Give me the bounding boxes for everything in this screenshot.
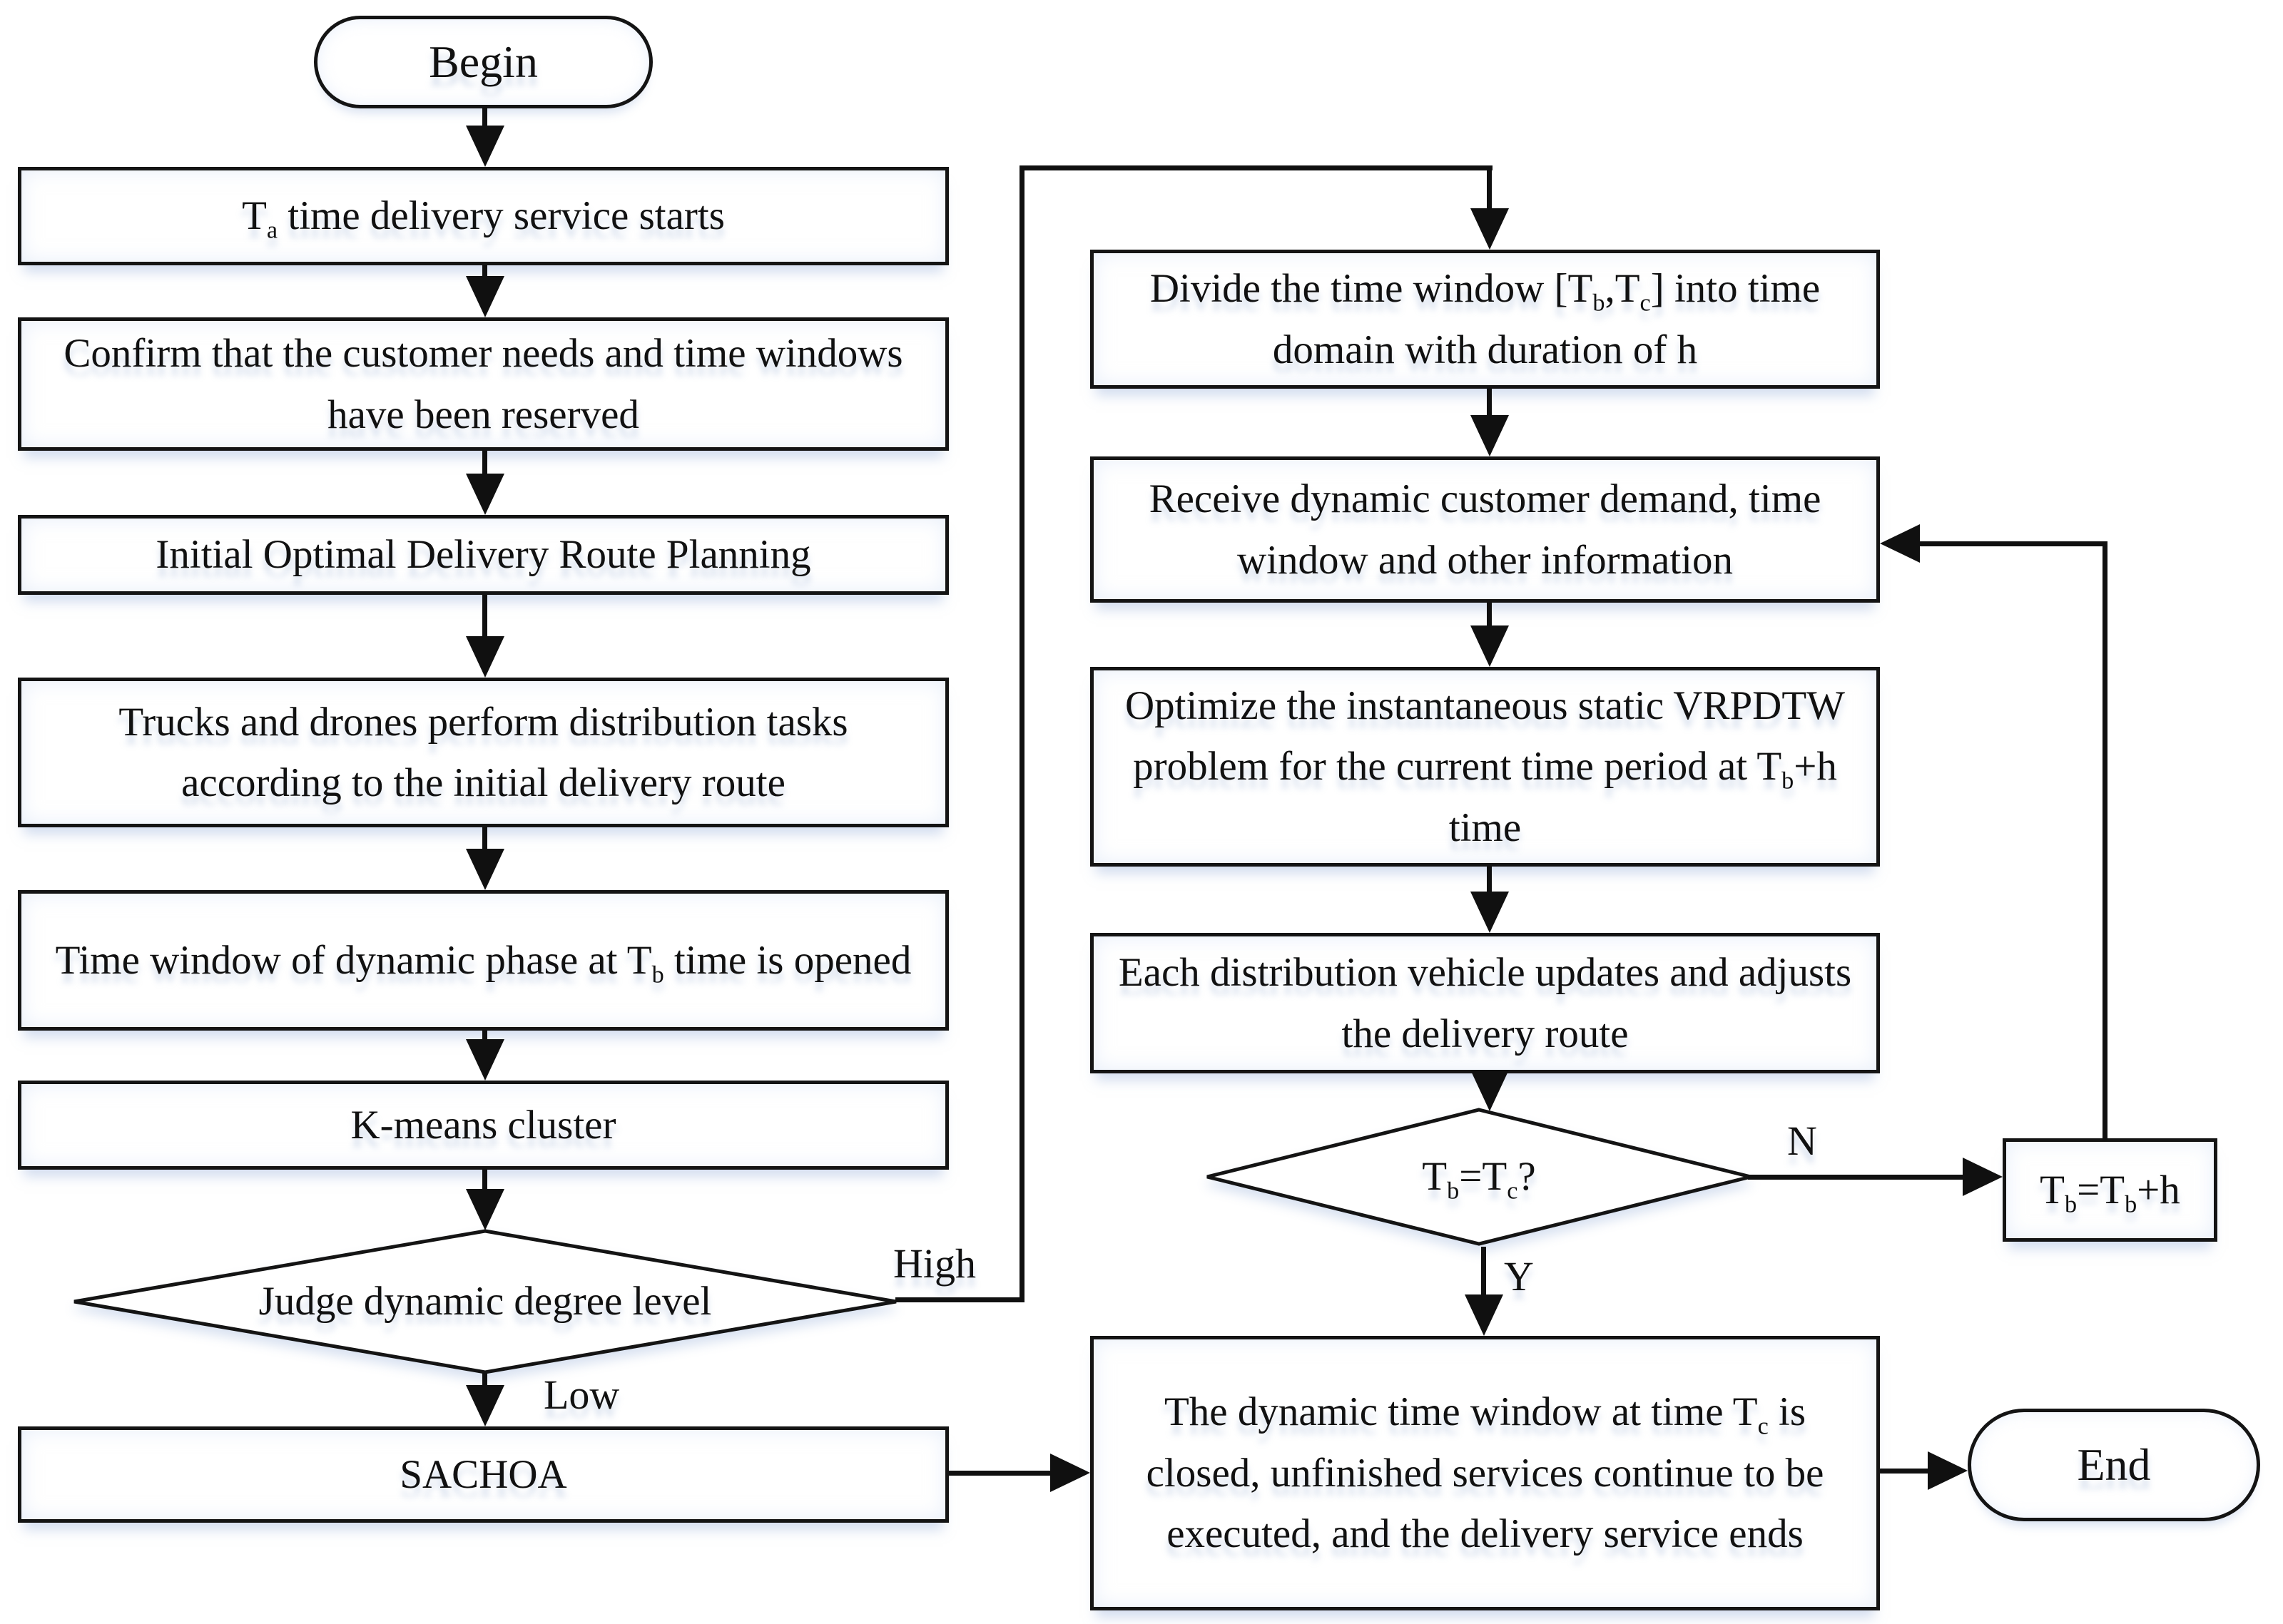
edge-high-into-divide	[1487, 168, 1492, 210]
tb-plus-h-label: Tb=Tb+h	[2040, 1167, 2180, 1218]
edge-confirm-to-planning	[482, 451, 487, 475]
process-kmeans-cluster: K-means cluster	[18, 1081, 949, 1170]
arrowhead-planning-to-trucks	[466, 636, 504, 678]
edge-label-yes: Y	[1504, 1253, 1534, 1299]
process-optimize-vrpdtw: Optimize the instantaneous static VRPDTW…	[1090, 667, 1880, 867]
tb-equals-tc-label: Tb=Tc?	[1422, 1154, 1536, 1205]
time-window-opened-label: Time window of dynamic phase at Tb time …	[55, 937, 912, 989]
arrowhead-decision-yes-to-close	[1465, 1294, 1503, 1336]
arrowhead-update-to-decision	[1470, 1070, 1509, 1111]
diamond-shape	[1206, 1108, 1751, 1246]
edge-high-top-horizontal	[1020, 165, 1493, 170]
sachoa-label: SACHOA	[400, 1451, 567, 1497]
arrowhead-judge-low-to-sachoa	[466, 1385, 504, 1426]
edge-kmeans-to-judge	[482, 1170, 487, 1190]
process-update-delivery-route: Each distribution vehicle updates and ad…	[1090, 933, 1880, 1073]
end-label: End	[2077, 1439, 2151, 1490]
kmeans-cluster-label: K-means cluster	[350, 1102, 616, 1148]
decision-judge-dynamic-degree: Judge dynamic degree level	[71, 1228, 899, 1375]
arrowhead-receive-to-optimize	[1470, 625, 1509, 667]
edge-increment-loop-horizontal	[1918, 541, 2107, 546]
diamond-shape	[73, 1229, 897, 1374]
edge-planning-to-trucks	[482, 595, 487, 638]
process-confirm-customer-needs: Confirm that the customer needs and time…	[18, 317, 949, 451]
process-time-window-opened: Time window of dynamic phase at Tb time …	[18, 890, 949, 1031]
arrowhead-confirm-to-planning	[466, 474, 504, 515]
process-receive-dynamic-demand: Receive dynamic customer demand, time wi…	[1090, 456, 1880, 603]
process-ta-service-starts: Ta time delivery service starts	[18, 167, 949, 265]
process-divide-time-window: Divide the time window [Tb,Tc] into time…	[1090, 250, 1880, 389]
begin-label: Begin	[429, 36, 538, 87]
ta-service-starts-label: Ta time delivery service starts	[242, 193, 725, 244]
process-initial-route-planning: Initial Optimal Delivery Route Planning	[18, 515, 949, 595]
edge-decision-yes-to-close	[1481, 1247, 1486, 1296]
edge-receive-to-optimize	[1487, 603, 1492, 627]
process-sachoa: SACHOA	[18, 1426, 949, 1523]
arrowhead-kmeans-to-judge	[466, 1189, 504, 1230]
confirm-customer-needs-label: Confirm that the customer needs and time…	[63, 331, 903, 437]
edge-divide-to-receive	[1487, 389, 1492, 417]
arrowhead-start-to-confirm	[466, 276, 504, 317]
decision-tb-equals-tc: Tb=Tc?	[1204, 1107, 1754, 1247]
arrowhead-divide-to-receive	[1470, 415, 1509, 456]
edge-optimize-to-update	[1487, 867, 1492, 893]
edge-close-to-end	[1880, 1469, 1929, 1474]
edge-window-to-kmeans	[482, 1031, 487, 1041]
arrowhead-begin-to-start	[466, 126, 504, 167]
edge-judge-high-vertical	[1020, 165, 1024, 1302]
arrowhead-trucks-to-window	[466, 849, 504, 890]
initial-route-planning-label: Initial Optimal Delivery Route Planning	[156, 532, 811, 578]
arrowhead-optimize-to-update	[1470, 892, 1509, 933]
edge-sachoa-to-close	[949, 1471, 1052, 1476]
update-delivery-route-label: Each distribution vehicle updates and ad…	[1118, 950, 1852, 1056]
arrowhead-loop-into-receive	[1880, 524, 1920, 563]
process-tb-plus-h: Tb=Tb+h	[2003, 1138, 2217, 1242]
edge-trucks-to-window	[482, 827, 487, 850]
edge-label-no: N	[1787, 1118, 1817, 1164]
optimize-vrpdtw-label: Optimize the instantaneous static VRPDTW…	[1125, 683, 1845, 850]
edge-start-to-confirm	[482, 265, 487, 277]
edge-label-high: High	[893, 1240, 976, 1287]
edge-increment-loop-vertical	[2103, 541, 2107, 1140]
edge-judge-high-horizontal	[895, 1297, 1024, 1302]
arrowhead-decision-no-to-increment	[1963, 1158, 2003, 1196]
edge-judge-low-to-sachoa	[482, 1373, 487, 1386]
process-trucks-drones-tasks: Trucks and drones perform distribution t…	[18, 678, 949, 827]
receive-dynamic-demand-label: Receive dynamic customer demand, time wi…	[1149, 476, 1821, 583]
arrowhead-sachoa-to-close	[1050, 1454, 1090, 1492]
arrowhead-window-to-kmeans	[466, 1039, 504, 1081]
edge-begin-to-start	[482, 107, 487, 127]
process-close-dynamic-window: The dynamic time window at time Tc is cl…	[1090, 1336, 1880, 1610]
edge-decision-no-to-increment	[1748, 1175, 1964, 1180]
trucks-drones-tasks-label: Trucks and drones perform distribution t…	[118, 699, 848, 806]
close-dynamic-window-label: The dynamic time window at time Tc is cl…	[1146, 1389, 1824, 1557]
terminator-end: End	[1968, 1409, 2260, 1521]
terminator-begin: Begin	[314, 16, 653, 108]
arrowhead-close-to-end	[1928, 1451, 1968, 1490]
divide-time-window-label: Divide the time window [Tb,Tc] into time…	[1149, 266, 1821, 372]
judge-dynamic-degree-label: Judge dynamic degree level	[258, 1279, 712, 1324]
edge-label-low: Low	[544, 1372, 620, 1418]
arrowhead-high-into-divide	[1470, 208, 1509, 250]
